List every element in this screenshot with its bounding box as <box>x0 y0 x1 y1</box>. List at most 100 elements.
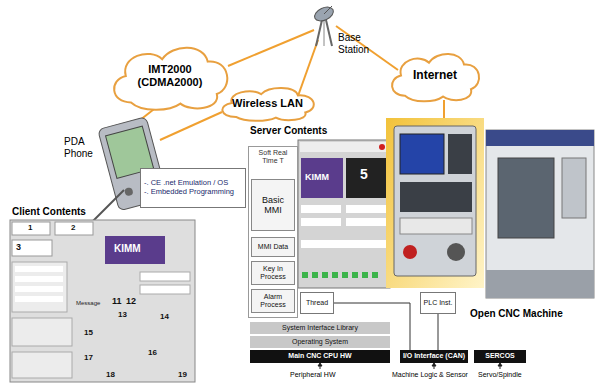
io-label: Machine Logic & Sensor <box>392 371 468 379</box>
client-gui-screenshot <box>10 220 195 382</box>
node-text: Thread <box>306 299 328 307</box>
arrow-head <box>498 363 502 366</box>
gui-frame <box>10 220 195 382</box>
hardware-bar: I/O Interface (CAN) <box>400 350 468 363</box>
antenna-leg <box>326 20 332 46</box>
node-text: Key In Process <box>253 265 293 281</box>
gui-row <box>15 266 63 272</box>
led <box>342 272 348 278</box>
server-panel: Soft Real Time T Basic MMI MMI DataKey In … <box>248 146 298 318</box>
screen-text: Message <box>76 300 100 307</box>
gui-button <box>55 222 93 235</box>
link-line <box>228 30 314 66</box>
machine-window <box>498 158 554 238</box>
pda-button <box>124 187 134 197</box>
callout-number: 14 <box>160 312 169 321</box>
machine-door <box>562 158 586 218</box>
gui-row <box>140 285 190 294</box>
callout-box: -. CE .net Emulation / OS-. Embedded Pro… <box>140 168 246 208</box>
node-text: SERCOS <box>485 352 515 360</box>
cloud-label: IMT2000 (CDMA2000) <box>120 63 220 88</box>
gui-row <box>301 205 341 213</box>
cloud-label: Wireless LAN <box>232 97 303 110</box>
logo-text: KIMM <box>305 172 329 182</box>
mmi-box: Basic MMI <box>251 179 295 231</box>
cnc-machine-photo <box>486 130 594 298</box>
gui-field <box>12 240 52 256</box>
gui-display <box>346 158 386 198</box>
hardware-bar: SERCOS <box>474 350 526 363</box>
gui-row <box>15 286 63 292</box>
gui-row <box>140 272 190 281</box>
cnc-controller-photo <box>386 118 484 288</box>
node-text: Operating System <box>292 338 348 346</box>
layer-bar: System Interface Library <box>250 322 390 334</box>
section-title: Open CNC Machine <box>470 308 563 320</box>
screen-number: 3 <box>16 242 21 252</box>
arrow-head <box>318 363 322 366</box>
io-label: Peripheral HW <box>290 371 336 379</box>
node-text: Basic MMI <box>254 195 292 216</box>
gui-row <box>301 240 386 248</box>
cloud-label: Internet <box>413 69 457 83</box>
antenna-mast <box>324 20 325 46</box>
device-label: PDA Phone <box>64 136 102 159</box>
process-box: Alarm Process <box>251 289 295 313</box>
node-text: MMI Data <box>258 243 288 251</box>
callout-number: 15 <box>84 328 93 337</box>
cloud-node: Internet <box>385 48 485 103</box>
link-line <box>443 100 445 118</box>
gui-row <box>301 218 341 226</box>
link-line <box>298 40 318 96</box>
callout-number: 16 <box>148 348 157 357</box>
antenna-feed <box>324 6 332 14</box>
callout-number: 19 <box>178 370 187 379</box>
antenna-leg <box>316 20 322 46</box>
gui-row <box>15 296 63 302</box>
logo-box <box>105 236 165 264</box>
led-row <box>302 272 378 278</box>
button-number: 1 <box>28 223 32 232</box>
link-line <box>160 112 222 140</box>
thread-box: Thread <box>300 292 334 314</box>
process-box: Key In Process <box>251 261 295 285</box>
led <box>332 272 338 278</box>
gui-panel <box>12 318 72 346</box>
antenna-dish <box>312 4 335 23</box>
layer-bar: Operating System <box>250 336 390 348</box>
section-title: Client Contents <box>12 206 86 218</box>
controller-keys <box>448 134 472 174</box>
gui-row <box>15 276 63 282</box>
photo-background <box>386 118 484 288</box>
station-label: Base Station <box>338 32 382 55</box>
process-box: MMI Data <box>251 237 295 257</box>
hardware-bar: Main CNC CPU HW <box>250 350 390 363</box>
logo-box <box>301 158 343 198</box>
controller-knob <box>447 243 465 261</box>
machine-body <box>486 130 594 298</box>
node-text: System Interface Library <box>282 324 358 332</box>
node-text: -. Embedded Programming <box>144 188 234 197</box>
cloud-outline <box>392 54 479 101</box>
callout-number: 18 <box>106 370 115 379</box>
gui-indicator <box>379 144 385 150</box>
node-text: Alarm Process <box>253 293 293 309</box>
controller-screen <box>400 134 444 174</box>
arrow-head <box>432 363 436 366</box>
led <box>312 272 318 278</box>
base-station-antenna <box>312 4 335 46</box>
io-arrows <box>318 363 502 369</box>
led <box>302 272 308 278</box>
gui-row <box>346 218 386 226</box>
gui-frame <box>298 140 390 288</box>
callout-number: 12 <box>126 296 136 306</box>
connector <box>438 314 439 350</box>
io-label: Servo/Spindle <box>478 371 522 379</box>
node-text: Soft Real Time T <box>251 149 295 165</box>
screen-number: 5 <box>360 166 368 182</box>
node-text: I/O Interface (CAN) <box>403 352 465 360</box>
gui-row <box>346 205 386 213</box>
stylus-pen <box>92 190 124 222</box>
callout-number: 11 <box>112 296 122 306</box>
